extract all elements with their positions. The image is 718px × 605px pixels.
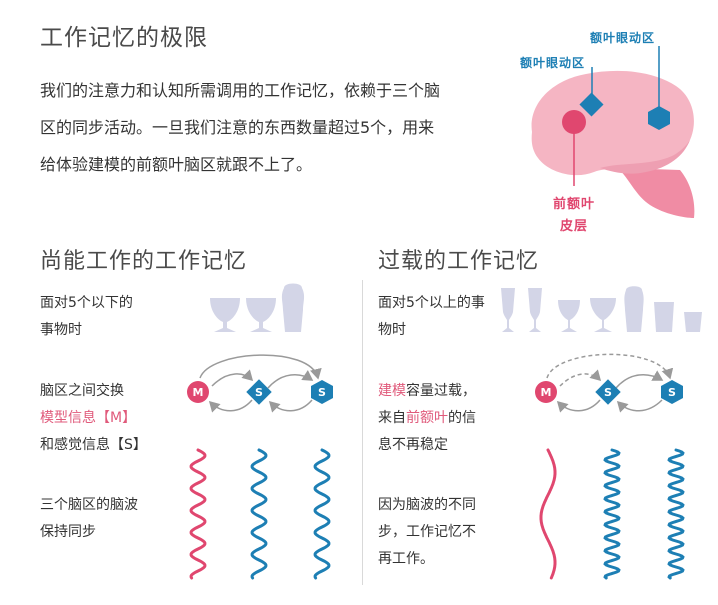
beer-glass <box>281 283 305 332</box>
brain-illustration <box>531 46 695 218</box>
brain-stem <box>618 168 695 218</box>
beer-glass-2 <box>624 286 644 332</box>
right-s-node-hexagon <box>661 380 683 404</box>
right-m-node <box>535 381 557 403</box>
right-objects-text: 面对5个以上的事 物时 <box>378 295 485 338</box>
left-s-node-diamond <box>246 379 272 405</box>
right-wave-m <box>539 448 557 580</box>
left-s-node-hexagon <box>311 380 333 404</box>
wine-glass-1 <box>210 298 240 332</box>
page-title: 工作记忆的极限 <box>40 25 208 51</box>
left-objects-text: 面对5个以下的 事物时 <box>40 295 133 338</box>
left-nodes <box>187 379 333 405</box>
right-s-letter-1: S <box>604 386 612 399</box>
right-m-letter: M <box>541 386 552 399</box>
wine-glass-3 <box>558 300 580 332</box>
fef-label-a: 额叶眼动区 <box>520 56 586 70</box>
fef-hexagon <box>648 106 670 130</box>
wine-glass-4 <box>590 298 616 332</box>
right-wave-s1 <box>603 448 621 580</box>
tumbler-1 <box>654 302 674 332</box>
left-objects <box>210 283 305 332</box>
brain-shape <box>531 70 694 176</box>
left-waves-text: 三个脑区的脑波 保持同步 <box>40 497 138 540</box>
pfc-label-line2: 皮层 <box>559 219 588 234</box>
left-m-letter: M <box>193 386 204 399</box>
right-overload-text: 建模容量过载， 来自前额叶的信 息不再稳定 <box>378 383 476 453</box>
right-objects <box>501 286 702 332</box>
right-s-letter-2: S <box>668 386 676 399</box>
right-nodes <box>535 379 683 405</box>
wine-glass-2 <box>246 298 276 332</box>
right-s-node-diamond <box>595 379 621 405</box>
right-waves-text: 因为脑波的不同 步，工作记忆不 再工作。 <box>378 497 476 567</box>
pfc-dot <box>562 110 586 134</box>
left-exchange-arrows <box>199 354 322 413</box>
left-exchange-text: 脑区之间交换 模型信息【M】 和感觉信息【S】 <box>40 383 147 453</box>
intro-paragraph: 我们的注意力和认知所需调用的工作记忆，依赖于三个脑区的同步活动。一旦我们注意的东… <box>40 81 441 174</box>
right-wave-s2 <box>667 448 685 580</box>
pfc-label: 前额叶 皮层 <box>540 194 608 238</box>
left-section-title: 尚能工作的工作记忆 <box>40 249 248 274</box>
flute-1 <box>501 288 515 332</box>
tumbler-2 <box>684 312 702 332</box>
brain-waves <box>189 448 685 580</box>
right-exchange-arrows <box>546 353 674 413</box>
left-wave-s2 <box>313 448 331 580</box>
left-s-letter-2: S <box>318 386 326 399</box>
fef-label-b: 额叶眼动区 <box>590 31 656 45</box>
flute-2 <box>528 288 542 332</box>
left-wave-s1 <box>250 448 268 580</box>
left-s-letter-1: S <box>255 386 263 399</box>
pfc-label-line1: 前额叶 <box>552 197 595 212</box>
section-divider <box>362 280 363 585</box>
left-wave-m <box>189 448 207 580</box>
brain-lobe-shading <box>600 140 690 174</box>
right-section-title: 过载的工作记忆 <box>378 249 540 274</box>
left-m-node <box>187 381 209 403</box>
